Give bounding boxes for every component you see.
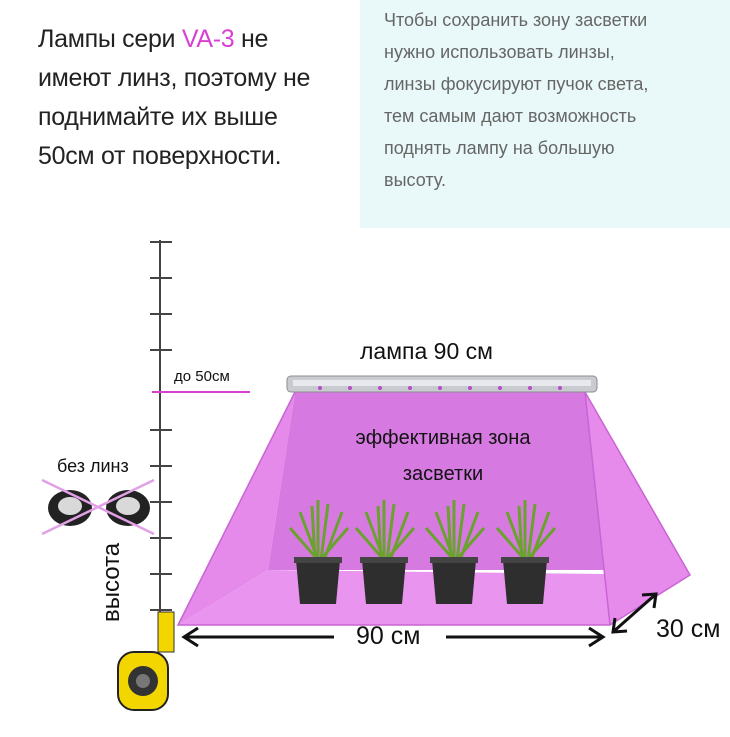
zone-label-line1: эффективная зона [355,427,531,449]
depth-label: 30 см [656,615,721,643]
right-note-line: линзы фокусируют пучок света, [384,74,649,94]
right-note-line: высоту. [384,170,446,190]
left-note-line3: поднимайте их выше [38,103,278,131]
lamp-leds [318,386,562,390]
width-label: 90 см [356,622,421,650]
plant-pot [354,500,416,604]
plant-pot [495,500,557,604]
cross-out-icon [41,478,155,536]
right-note-line: поднять лампу на большую [384,138,615,158]
width-arrow [181,626,606,648]
right-note-line: нужно использовать линзы, [384,42,615,62]
lamp-label: лампа 90 см [360,338,493,364]
tape-measure-icon [117,611,175,711]
no-lens-label: без линз [57,456,129,476]
height-label: высота [98,542,125,622]
right-note-line: тем самым дают возможность [384,106,637,126]
depth-arrow [611,592,658,634]
left-note-line1: Лампы сери VA-3 не [38,25,269,53]
left-note-line2: имеют линз, поэтому не [38,64,311,92]
right-note-line: Чтобы сохранить зону засветки [384,10,648,30]
zone-label-line2: засветки [402,463,484,485]
right-note-box: Чтобы сохранить зону засветки нужно испо… [360,0,730,228]
left-note-line4: 50см от поверхности. [38,142,282,170]
left-note: Лампы сери VA-3 не имеют линз, поэтому н… [38,20,358,176]
max-height-label: до 50см [174,368,230,385]
light-zone-right-side [585,392,690,625]
plant-pot [288,500,350,604]
plant-pot [424,500,486,604]
height-ruler [150,240,172,625]
series-name: VA-3 [181,25,235,53]
